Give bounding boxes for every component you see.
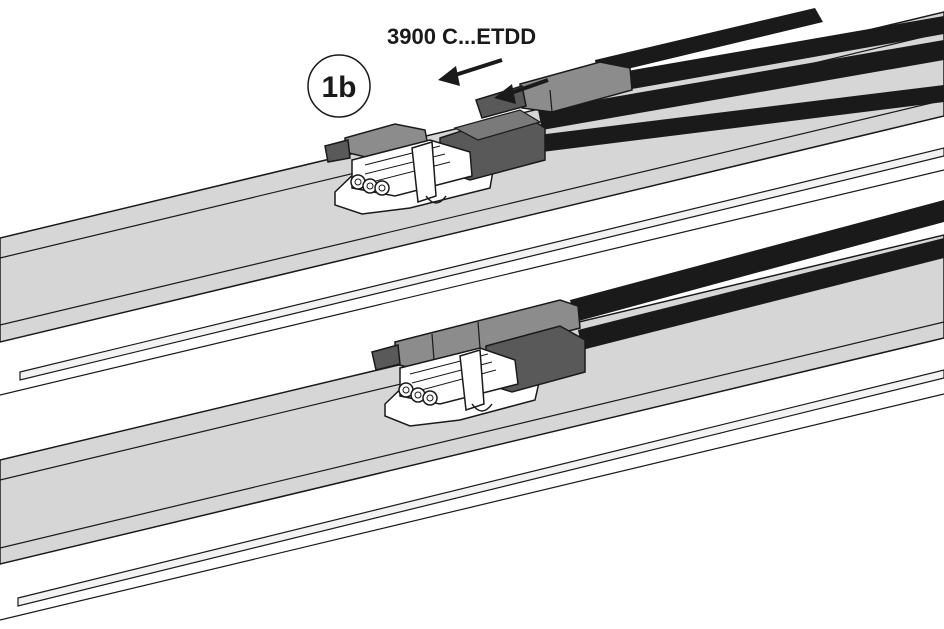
cable xyxy=(578,238,944,350)
cable xyxy=(538,40,944,130)
mating-plug-seam xyxy=(549,89,553,113)
upper-rail-groove xyxy=(19,147,944,381)
step-badge: 1b xyxy=(307,54,371,118)
connector-front-tip xyxy=(324,139,351,163)
terminal-ridge xyxy=(367,161,451,184)
upper-rail-bottom-edge xyxy=(0,169,944,396)
lower-rail-bottom-edge xyxy=(0,393,944,621)
housing-seam xyxy=(431,333,435,361)
push-arrow-icon xyxy=(507,78,549,96)
upper-rail-edge-line xyxy=(0,99,944,326)
step-badge-circle xyxy=(307,54,371,118)
terminal-screw xyxy=(354,178,362,186)
part-number-label: 3900 C...ETDD xyxy=(387,24,536,49)
connector-rear-top xyxy=(453,109,542,141)
step-label: 1b xyxy=(321,71,356,104)
lower-connector-assembly xyxy=(371,200,944,427)
lower-rail-edge-line xyxy=(0,321,944,549)
cable xyxy=(570,200,944,322)
push-arrow-icon xyxy=(438,66,460,86)
mating-plug-body xyxy=(519,61,633,113)
terminal-screw xyxy=(366,182,374,190)
terminal-screw xyxy=(414,391,422,399)
terminal-screw xyxy=(378,184,386,192)
upper-connector-assembly xyxy=(324,8,944,215)
push-arrow-large xyxy=(438,58,503,86)
push-arrow-icon xyxy=(494,84,516,104)
clamp-hook xyxy=(471,403,493,412)
cable xyxy=(595,8,823,76)
push-arrow-small xyxy=(494,78,549,104)
clamp-hook xyxy=(425,195,447,204)
connector-front-tip xyxy=(371,344,401,371)
lower-rail-groove xyxy=(17,369,944,607)
clamp-band xyxy=(459,349,485,412)
terminal-screw xyxy=(402,386,410,394)
push-arrow-icon xyxy=(451,58,503,78)
cable xyxy=(610,16,944,92)
clamp-band xyxy=(411,141,437,204)
housing-seam xyxy=(477,321,481,349)
terminal-screw xyxy=(426,394,434,402)
cable xyxy=(538,85,944,152)
terminal-block xyxy=(399,347,519,405)
